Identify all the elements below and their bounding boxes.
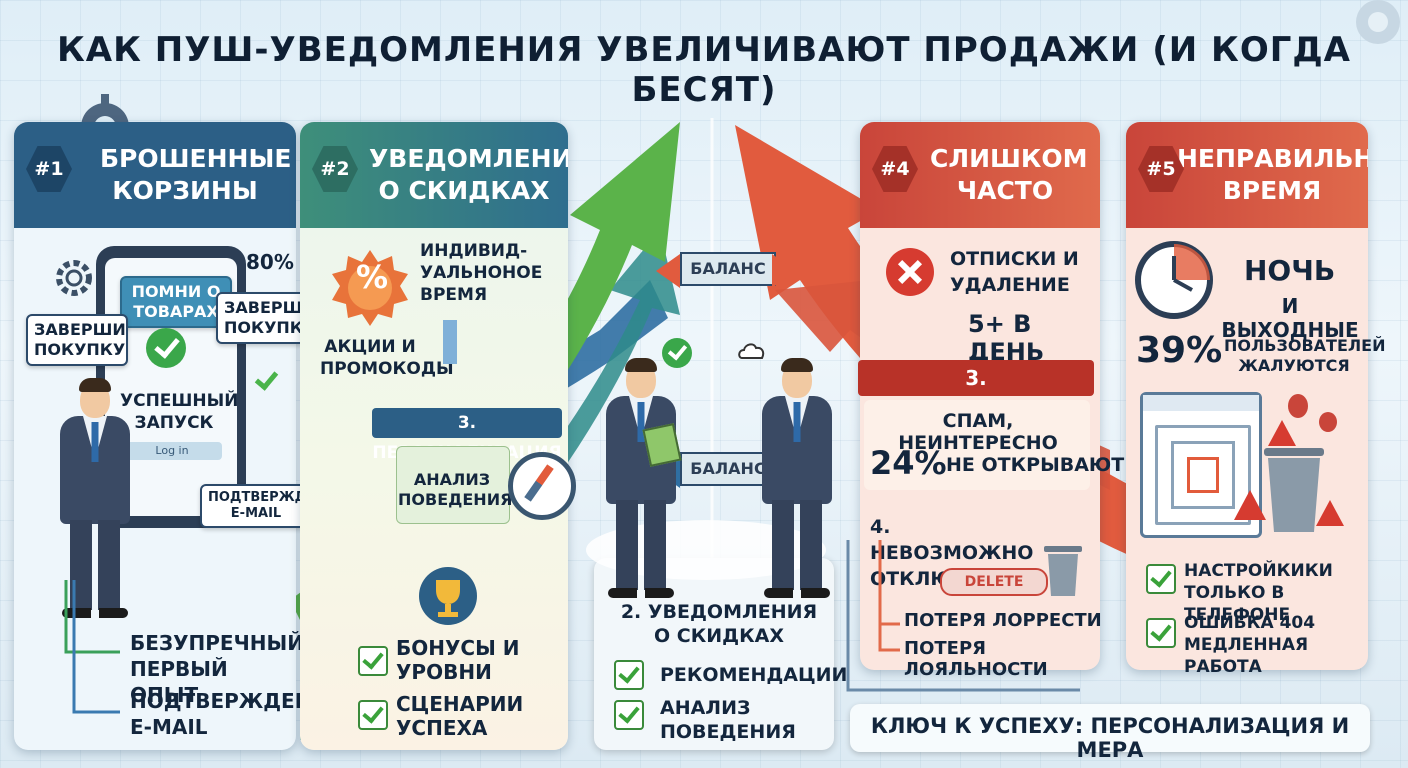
card-number: #4 <box>872 146 918 192</box>
bonus-label: БОНУСЫ И УРОВНИ <box>396 636 520 684</box>
bubble-remember: ПОМНИ О ТОВАРАХ <box>120 276 232 328</box>
scenarios-label: СЦЕНАРИИ УСПЕХА <box>396 692 524 740</box>
percent-badge-icon <box>332 250 408 326</box>
card-header: #1 БРОШЕННЫЕ КОРЗИНЫ <box>14 122 296 228</box>
trash-icon <box>1044 546 1082 596</box>
personalization-banner: 3. ПЕРСОНАЛИЗАЦИЯ <box>372 408 562 463</box>
spam-label: СПАМ, НЕИНТЕРЕСНО <box>898 410 1058 454</box>
wrong-time-item-2: ОШИБКА 404 МЕДЛЕННАЯ РАБОТА <box>1184 613 1316 677</box>
businessman-figure <box>596 358 686 602</box>
check-icon <box>254 366 279 391</box>
wrong-time-item-1: НАСТРОЙКИКИ ТОЛЬКО В ТЕЛЕФОНЕ <box>1184 561 1333 625</box>
check-icon <box>662 338 692 368</box>
behavior-box <box>396 446 510 524</box>
spam-box <box>864 400 1090 490</box>
check-icon <box>358 700 388 730</box>
loss-1: ПОТЕРЯ ЛОРРЕСТИ <box>904 610 1102 631</box>
balance-badge-top: БАЛАНС <box>680 252 776 286</box>
not-open-label: НЕ ОТКРЫВАЮТ <box>946 454 1125 476</box>
trash-can-icon <box>1234 420 1344 532</box>
email-confirm-box: ПОДТВЕРЖДЕНИЕ E-MAIL <box>200 484 346 528</box>
irrelevance-banner: 3. НЕРЕЛЕВАНТНОСТЬ <box>858 360 1094 426</box>
check-icon <box>614 660 644 690</box>
card-number: #1 <box>26 146 72 192</box>
storm-cloud-icon <box>738 343 765 359</box>
behavior-label: АНАЛИЗ ПОВЕДЕНИЯ <box>398 470 513 509</box>
bubble-finish-left: ЗАВЕРШИ ПОКУПКУ <box>26 314 128 366</box>
center-item-2: АНАЛИЗ ПОВЕДЕНИЯ <box>660 697 796 743</box>
arrow-left-icon <box>656 254 680 288</box>
individual-time-label: ИНДИВИД-УАЛЬНОНОЕ ВРЕМЯ <box>420 241 543 305</box>
card-title: УВЕДОМЛЕНИЯ О СКИДКАХ <box>369 144 568 205</box>
bottom-line-1: БЕЗУПРЕЧНЫЙ ПЕРВЫЙ ОПЫТ <box>130 631 304 707</box>
card-header: #5 НЕПРАВИЛЬНОЕ ВРЕМЯ <box>1126 122 1368 228</box>
login-button[interactable]: Log in <box>122 442 222 460</box>
card-title: НЕПРАВИЛЬНОЕ ВРЕМЯ <box>1177 144 1368 205</box>
delete-button[interactable]: DELETE <box>940 568 1048 596</box>
gear-icon <box>56 260 92 296</box>
check-icon <box>614 700 644 730</box>
check-icon <box>1146 564 1176 594</box>
arrow-right-icon <box>772 254 796 288</box>
center-item-1: РЕКОМЕНДАЦИИ <box>660 664 848 686</box>
card-title: СЛИШКОМ ЧАСТО <box>930 144 1088 205</box>
compass-icon <box>508 452 576 520</box>
footer-text: КЛЮЧ К УСПЕХУ: ПЕРСОНАЛИЗАЦИЯ И МЕРА <box>870 714 1350 762</box>
card-header: #4 СЛИШКОМ ЧАСТО <box>860 122 1100 228</box>
promos-label: АКЦИИ И ПРОМОКОДЫ <box>320 337 454 379</box>
card-number: #2 <box>312 146 358 192</box>
percent-label: 80% <box>246 250 294 274</box>
businessman-figure <box>40 378 150 622</box>
card-header: #2 УВЕДОМЛЕНИЯ О СКИДКАХ <box>300 122 568 228</box>
flow-lines <box>64 580 120 714</box>
bubble-finish-right: ЗАВЕРШИ ПОКУПКУ <box>216 292 316 344</box>
check-icon <box>1146 618 1176 648</box>
clock-icon <box>1135 241 1213 319</box>
balance-badge-mid: БАЛАНС <box>680 452 776 486</box>
night-label: НОЧЬ <box>1244 254 1336 287</box>
trophy-icon <box>419 567 477 625</box>
flow-lines <box>846 540 1080 692</box>
page-title: КАК ПУШ-УВЕДОМЛЕНИЯ УВЕЛИЧИВАЮТ ПРОДАЖИ … <box>57 30 1351 110</box>
center-heading: 2. УВЕДОМЛЕНИЯ О СКИДКАХ <box>620 601 818 647</box>
per-day-label: 5+ В ДЕНЬ <box>968 310 1045 366</box>
footer-box <box>850 704 1370 752</box>
unsubscribe-label: ОТПИСКИ И УДАЛЕНИЕ <box>950 248 1079 296</box>
bug-icon <box>1288 394 1337 432</box>
bottom-line-2: ПОДТВЕРЖДЕНИЕ E-MAIL <box>130 689 342 739</box>
complain-percent: 39% <box>1136 330 1223 371</box>
percent-symbol: % <box>355 258 389 296</box>
arrow-up-icon <box>443 320 457 364</box>
check-icon <box>358 646 388 676</box>
businessman-figure <box>752 358 842 602</box>
loss-2: ПОТЕРЯ ЛОЯЛЬНОСТИ <box>904 638 1048 680</box>
weekends-label: И ВЫХОДНЫЕ <box>1221 294 1359 342</box>
card-title: БРОШЕННЫЕ КОРЗИНЫ <box>100 144 292 205</box>
check-icon <box>146 328 186 368</box>
gear-icon <box>1356 0 1400 44</box>
not-open-percent: 24% <box>870 444 947 482</box>
close-icon <box>886 248 934 296</box>
success-label: УСПЕШНЫЙ ЗАПУСК <box>120 391 239 433</box>
complain-label: ПОЛЬЗОВАТЕЛЕЙ ЖАЛУЮТСЯ <box>1224 336 1386 375</box>
